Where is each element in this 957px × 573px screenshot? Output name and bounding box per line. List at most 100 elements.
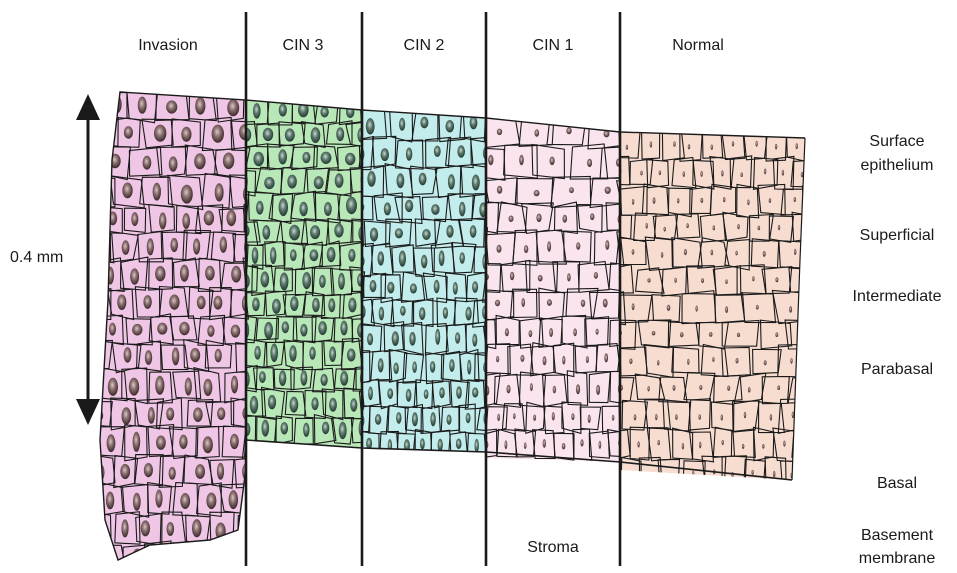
cell-nucleus — [208, 552, 215, 568]
cell-nucleus — [769, 198, 771, 203]
cell-nucleus — [594, 272, 598, 279]
cell-nucleus — [252, 298, 260, 312]
cell-nucleus — [762, 444, 764, 449]
cell-nucleus — [321, 152, 332, 164]
cell-nucleus — [348, 249, 355, 262]
cell-nucleus — [547, 299, 552, 306]
cell-nucleus — [420, 117, 428, 129]
cell-nucleus — [466, 413, 471, 423]
cell-nucleus — [107, 267, 114, 285]
cell-nucleus — [261, 271, 270, 287]
layer-label-intermediate: Intermediate — [853, 288, 942, 305]
cell-nucleus — [596, 385, 600, 395]
cell-nucleus — [562, 443, 566, 449]
cell-nucleus — [699, 385, 702, 390]
cell-nucleus — [658, 440, 660, 445]
cell-nucleus — [290, 296, 298, 311]
cell-nucleus — [207, 325, 214, 337]
cell-nucleus — [281, 422, 289, 434]
cell-nucleus — [156, 549, 163, 566]
cell-nucleus — [712, 357, 714, 362]
cell-nucleus — [132, 324, 142, 336]
cell-nucleus — [421, 255, 427, 269]
cell-nucleus — [669, 473, 671, 478]
cell-nucleus — [327, 247, 336, 262]
cell-nucleus — [789, 306, 792, 313]
cell-nucleus — [409, 332, 415, 346]
cell-nucleus — [488, 155, 493, 165]
cell-nucleus — [412, 412, 418, 426]
cell-nucleus — [279, 104, 287, 117]
cell-nucleus — [256, 201, 264, 215]
cell-nucleus — [278, 149, 287, 164]
cell-nucleus — [254, 346, 260, 360]
cell-nucleus — [92, 298, 102, 311]
cell-nucleus — [470, 225, 477, 237]
cell-nucleus — [412, 361, 417, 373]
cell-nucleus — [497, 414, 500, 421]
cell-nucleus — [628, 471, 630, 477]
cell-nucleus — [346, 197, 357, 214]
cell-nucleus — [289, 225, 300, 241]
cell-nucleus — [801, 277, 804, 282]
cell-nucleus — [141, 520, 150, 536]
cell-nucleus — [66, 184, 77, 200]
header-invasion: Invasion — [138, 37, 198, 54]
cell-nucleus — [599, 441, 602, 449]
cell-nucleus — [448, 174, 455, 189]
cell-nucleus — [393, 363, 398, 375]
cell-nucleus — [263, 128, 273, 141]
cell-nucleus — [748, 387, 751, 393]
cell-nucleus — [229, 490, 238, 509]
cell-nucleus — [735, 251, 737, 256]
cell-nucleus — [392, 331, 399, 346]
cell-nucleus — [328, 298, 335, 312]
cell-nucleus — [657, 360, 659, 365]
cell-nucleus — [106, 492, 114, 510]
cell-nucleus — [92, 350, 102, 366]
cell-nucleus — [71, 296, 79, 312]
cell-nucleus — [155, 376, 164, 395]
cell-nucleus — [510, 272, 514, 281]
cell-nucleus — [472, 387, 478, 397]
cell-nucleus — [534, 190, 540, 196]
cell-nucleus — [107, 549, 115, 568]
cell-nucleus — [264, 177, 274, 189]
cell-nucleus — [259, 371, 266, 383]
cell-nucleus — [457, 145, 465, 157]
cell-nucleus — [289, 345, 296, 361]
cell-nucleus — [107, 434, 116, 452]
cell-nucleus — [97, 464, 104, 481]
cell-nucleus — [586, 356, 589, 363]
cell-nucleus — [180, 265, 189, 282]
cell-nucleus — [70, 407, 78, 420]
cell-nucleus — [513, 413, 516, 419]
layer-label-surface-line2: epithelium — [861, 157, 934, 174]
cell-nucleus — [752, 276, 754, 281]
cell-nucleus — [571, 413, 574, 420]
cell-nucleus — [223, 153, 234, 170]
cell-nucleus — [231, 266, 241, 283]
cell-nucleus — [350, 398, 357, 411]
cell-nucleus — [70, 520, 78, 535]
cell-nucleus — [231, 325, 241, 338]
cell-nucleus — [124, 126, 133, 139]
cell-nucleus — [732, 141, 734, 146]
cell-nucleus — [667, 305, 671, 311]
cell-nucleus — [543, 356, 547, 365]
scale-double-arrow — [76, 94, 100, 425]
cell — [238, 514, 259, 542]
cell-nucleus — [303, 423, 309, 437]
cell-nucleus — [699, 442, 701, 449]
cell-nucleus — [737, 333, 740, 337]
cell-nucleus — [400, 306, 406, 316]
cell-nucleus — [338, 273, 345, 290]
cell-nucleus — [770, 414, 772, 421]
cell-nucleus — [396, 412, 401, 424]
cell-nucleus — [640, 171, 642, 176]
cell-nucleus — [84, 494, 94, 508]
cell — [806, 456, 830, 491]
cell-nucleus — [81, 212, 91, 227]
cell-nucleus — [268, 395, 276, 409]
